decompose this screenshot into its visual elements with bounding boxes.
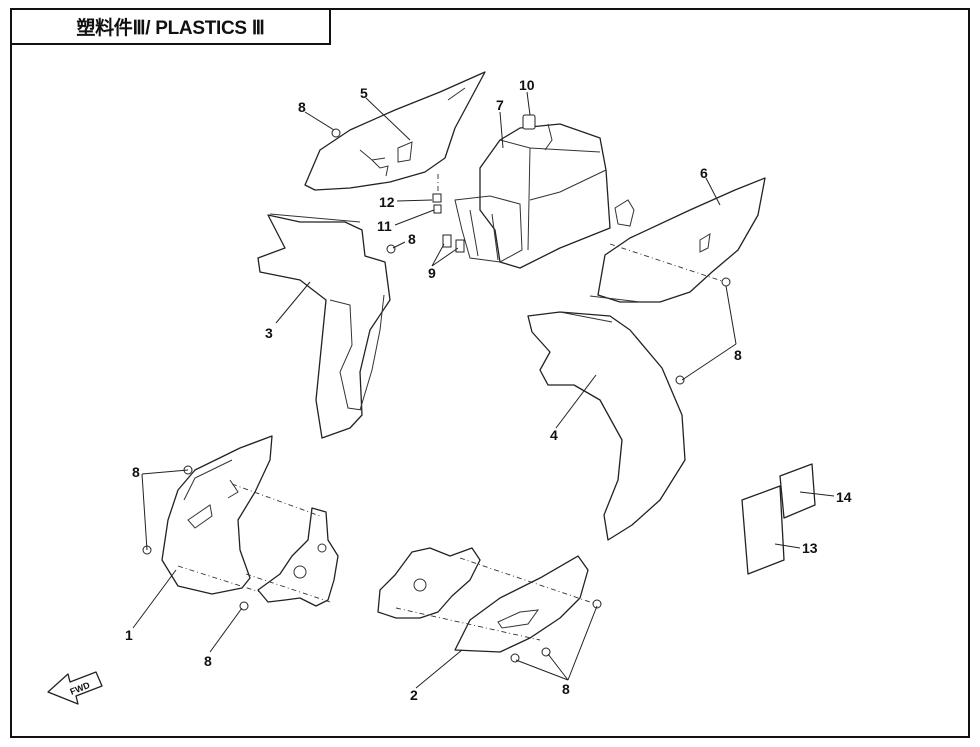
page-title: 塑料件Ⅲ/ PLASTICS Ⅲ (76, 18, 265, 39)
fasteners (142, 128, 731, 663)
callout-13: 13 (802, 540, 818, 556)
part-1-lower-front-cover (161, 435, 273, 595)
part-5-upper-side-cover (304, 71, 486, 191)
callout-9: 9 (428, 265, 436, 281)
callout-11: 11 (377, 218, 392, 234)
callout-labels: 5 8 7 10 12 11 8 9 6 3 8 4 8 1 8 2 8 13 … (125, 77, 852, 703)
callout-14: 14 (836, 489, 852, 505)
fwd-arrow-icon: FWD (47, 671, 103, 705)
callout-6: 6 (700, 165, 708, 181)
title-box: 塑料件Ⅲ/ PLASTICS Ⅲ (10, 8, 331, 45)
callout-8-bottom-right: 8 (562, 681, 570, 697)
callout-8-top: 8 (298, 99, 306, 115)
part-3-left-inner-panel (257, 213, 391, 439)
callout-2: 2 (410, 687, 418, 703)
part-4-right-inner-panel (527, 311, 686, 541)
callout-4: 4 (550, 427, 558, 443)
callout-5: 5 (360, 85, 368, 101)
callout-3: 3 (265, 325, 273, 341)
part-13-decal (741, 485, 785, 575)
callout-1: 1 (125, 627, 133, 643)
callout-8-bottom-left: 8 (204, 653, 212, 669)
callout-10: 10 (519, 77, 535, 93)
part-1-mounting-bracket (257, 507, 339, 607)
callout-12: 12 (379, 194, 395, 210)
callout-8-right: 8 (734, 347, 742, 363)
part-2-mounting-bracket (377, 547, 481, 619)
callout-8-left: 8 (132, 464, 140, 480)
part-6-right-side-cover (589, 177, 766, 303)
leader-lines (132, 97, 835, 689)
assembly-lines (177, 174, 726, 641)
callout-8-mid: 8 (408, 231, 416, 247)
part-2-lower-rear-cover (454, 555, 589, 653)
part-7-storage-box (454, 123, 611, 269)
callout-7: 7 (496, 97, 504, 113)
part-10-clip (522, 91, 536, 130)
part-14-decal (779, 463, 816, 519)
